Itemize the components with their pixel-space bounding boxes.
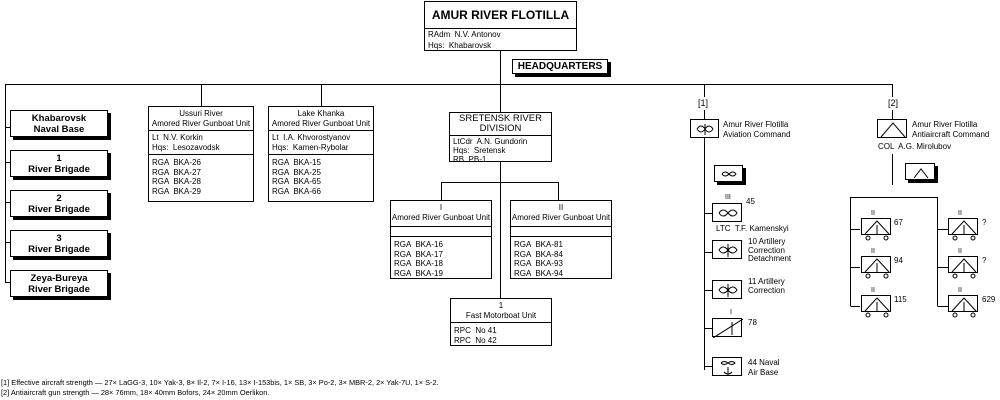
khanka-gunboat-unit: Lake Khanka Amored River Gunboat Unit Lt… <box>268 106 374 202</box>
gunboat-unit-2-boats: RGA BKA-81 RGA BKA-84 RGA BKA-93 RGA BKA… <box>514 240 563 278</box>
antiair-battalion-right <box>948 256 978 279</box>
khanka-unit-command: Lt I.A. Khvorostyanov Hqs: Kamen-Rybolar <box>269 131 373 155</box>
antiair-command-symbol <box>877 119 907 138</box>
gunboat-unit-2: II Amored River Gunboat Unit RGA BKA-81 … <box>510 200 612 279</box>
aviation-note-marker: [1] <box>698 98 709 108</box>
antiair-battalion-number: 115 <box>894 295 907 304</box>
sretensk-division-command: LtCdr A.N. Gundorin Hqs: Sretensk RB PB-… <box>453 137 528 164</box>
battalion-size-marker: II <box>958 248 962 255</box>
air-regiment-commander: LTC T.F. Kamenskyi <box>716 224 789 233</box>
antiair-battalion-left <box>861 295 891 318</box>
ussuri-unit-command: Lt N.V. Korkin Hqs: Lesozavodsk <box>149 131 253 155</box>
antiaircraft-icon <box>864 297 890 318</box>
footnote-aircraft: [1] Effective aircraft strength — 27× La… <box>1 378 439 387</box>
gunboat-unit-1: I Amored River Gunboat Unit RGA BKA-16 R… <box>390 200 492 279</box>
unit-78-symbol <box>712 318 743 338</box>
khanka-unit-title: Lake Khanka Amored River Gunboat Unit <box>269 107 373 131</box>
ussuri-gunboat-unit: Ussuri River Amored River Gunboat Unit L… <box>148 106 254 202</box>
flotilla-title-box: AMUR RIVER FLOTILLA RAdm N.V. Antonov Hq… <box>424 1 577 51</box>
fast-motorboat-boats: RPC No 41 RPC No 42 <box>454 326 497 345</box>
artillery-correction-10-label: 10 Artillery Correction Detachment <box>748 237 792 263</box>
aviation-hq-symbol <box>714 165 743 182</box>
sretensk-division-title: SRETENSK RIVER DIVISION <box>450 113 551 136</box>
antiair-battalion-right-number: ? <box>982 218 987 227</box>
fast-motorboat-unit: 1 Fast Motorboat Unit RPC No 41 RPC No 4… <box>450 298 552 346</box>
antiair-battalion-right <box>948 295 978 318</box>
antiaircraft-icon <box>951 220 977 241</box>
artillery-correction-10-symbol <box>712 240 742 259</box>
ussuri-unit-title: Ussuri River Amored River Gunboat Unit <box>149 107 253 131</box>
artillery-correction-11-label: 11 Artillery Correction <box>748 277 785 295</box>
unit-78-size: I <box>730 309 732 316</box>
battalion-size-marker: II <box>958 287 962 294</box>
naval-air-base-label: 44 Naval Air Base <box>748 358 780 377</box>
battalion-size-marker: II <box>871 287 875 294</box>
antiair-battalion-number: 67 <box>894 218 903 227</box>
gunboat-unit-2-title: II Amored River Gunboat Unit <box>511 203 611 222</box>
antiaircraft-icon <box>864 220 890 241</box>
reconnaissance-icon <box>713 319 743 338</box>
battalion-size-marker: II <box>871 248 875 255</box>
gunboat-unit-1-boats: RGA BKA-16 RGA BKA-17 RGA BKA-18 RGA BKA… <box>394 240 443 278</box>
artillery-aviation-icon <box>718 284 738 297</box>
antiair-battalion-left <box>861 218 891 241</box>
antiair-commander: COL A.G. Mirolubov <box>878 142 952 151</box>
antiaircraft-icon <box>864 258 890 279</box>
antiair-note-marker: [2] <box>888 98 899 108</box>
air-base-anchor-icon <box>720 361 736 375</box>
aviation-command-title: Amur River Flotilla Aviation Command <box>723 120 791 139</box>
antiair-hq-symbol <box>905 163 935 180</box>
antiaircraft-icon <box>951 297 977 318</box>
battalion-size-marker: II <box>871 210 875 217</box>
antiair-battalion-right-number: 629 <box>982 295 996 304</box>
footnote-antiaircraft: [2] Antiaircraft gun strength — 28× 76mm… <box>1 388 270 397</box>
flotilla-commander: RAdm N.V. Antonov <box>428 30 501 39</box>
artillery-correction-11-symbol <box>712 280 742 299</box>
antiair-battalion-number: 94 <box>894 256 903 265</box>
aviation-command-icon <box>696 124 714 135</box>
air-regiment-size: III <box>725 194 731 201</box>
naval-air-base-symbol <box>712 357 742 376</box>
aviation-icon <box>718 209 738 217</box>
river-brigade-3: 3 River Brigade <box>10 230 108 257</box>
air-regiment-number: 45 <box>746 197 755 206</box>
air-regiment-symbol <box>712 203 742 222</box>
zeya-bureya-river-brigade: Zeya-Bureya River Brigade <box>10 270 108 297</box>
khanka-unit-boats: RGA BKA-15 RGA BKA-25 RGA BKA-65 RGA BKA… <box>272 158 321 196</box>
sretensk-river-division: SRETENSK RIVER DIVISION LtCdr A.N. Gundo… <box>449 112 552 164</box>
antiaircraft-icon <box>951 258 977 279</box>
aviation-command-symbol <box>690 119 719 138</box>
fast-motorboat-title: 1 Fast Motorboat Unit <box>451 299 551 323</box>
unit-78-number: 78 <box>748 318 757 327</box>
flotilla-title: AMUR RIVER FLOTILLA <box>425 2 576 29</box>
river-brigade-1: 1 River Brigade <box>10 150 108 177</box>
antiaircraft-icon <box>913 168 929 179</box>
river-brigade-2: 2 River Brigade <box>10 190 108 217</box>
air-wing-icon <box>721 171 737 177</box>
headquarters-label: HEADQUARTERS <box>512 59 608 74</box>
khabarovsk-naval-base: Khabarovsk Naval Base <box>10 110 108 137</box>
gunboat-unit-1-title: I Amored River Gunboat Unit <box>391 203 491 222</box>
antiair-battalion-right-number: ? <box>982 256 987 265</box>
battalion-size-marker: II <box>958 210 962 217</box>
flotilla-hq: Hqs: Khabarovsk <box>428 40 492 50</box>
antiair-battalion-left <box>861 256 891 279</box>
artillery-aviation-icon <box>718 244 738 257</box>
antiair-command-title: Amur River Flotilla Antiaircraft Command <box>912 120 990 139</box>
ussuri-unit-boats: RGA BKA-26 RGA BKA-27 RGA BKA-28 RGA BKA… <box>152 158 201 196</box>
antiair-battalion-right <box>948 218 978 241</box>
antiaircraft-icon <box>880 122 906 138</box>
